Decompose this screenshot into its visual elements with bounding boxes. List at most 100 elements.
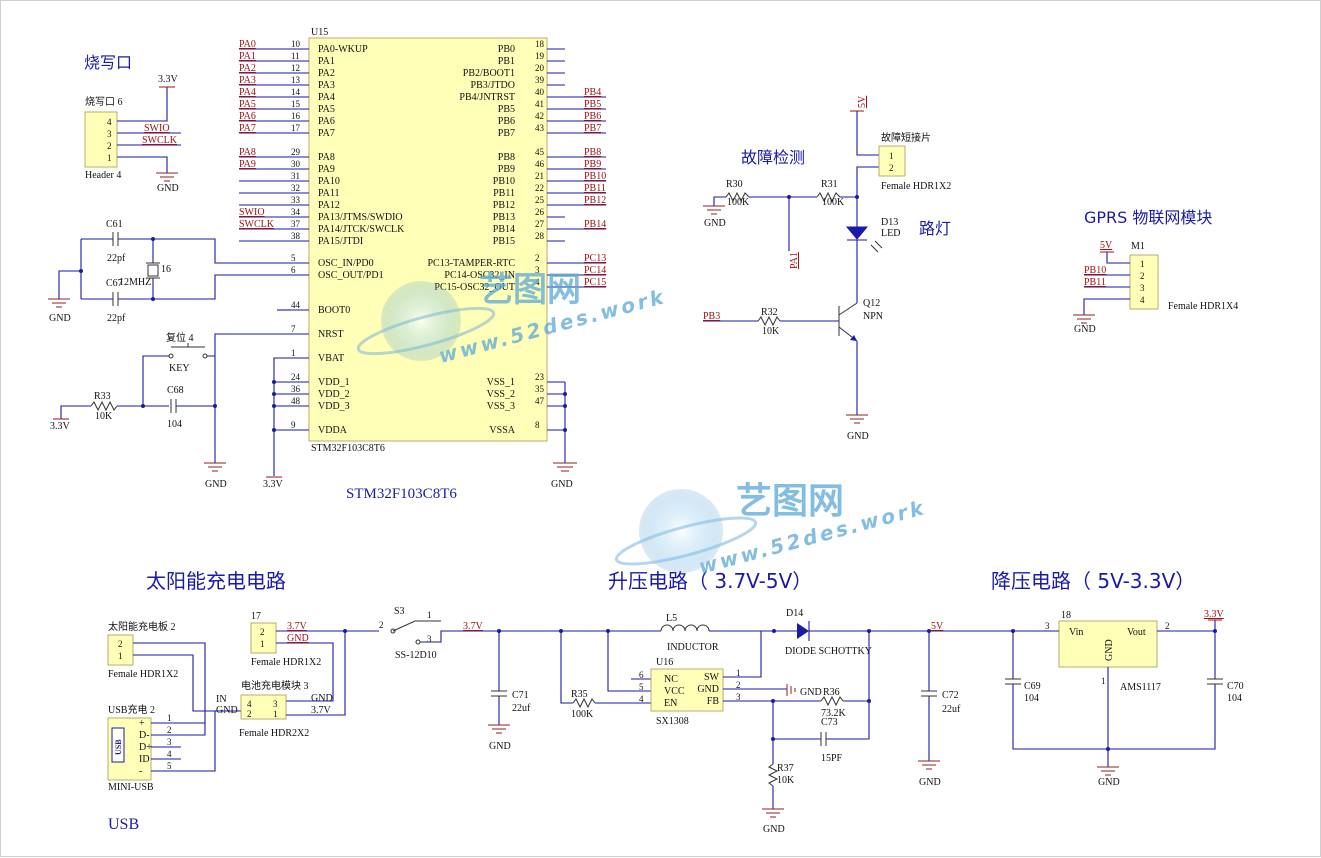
s3-pin-1: 1 xyxy=(427,610,432,620)
u16-pin-name: SW xyxy=(704,672,720,683)
mcu-pin-name: PA8 xyxy=(318,152,335,163)
fault-pa1: PA1 xyxy=(789,252,800,269)
mcu-pin-num: 43 xyxy=(535,123,545,133)
boost-net-5v: 5V xyxy=(931,621,944,632)
module-net-37v: 3.7V xyxy=(311,705,332,716)
mcu-pin-num: 37 xyxy=(291,219,301,229)
mcu-pin-name: PB1 xyxy=(498,56,515,67)
mcu-pin-name: BOOT0 xyxy=(318,305,350,316)
u16-pin-name: EN xyxy=(664,698,677,709)
mcu-pin-num: 1 xyxy=(291,348,296,358)
mcu-pin-num: 28 xyxy=(535,231,545,241)
mcu-pin-num: 29 xyxy=(291,147,301,157)
mcu-pin-num: 8 xyxy=(535,420,540,430)
c69-val: 104 xyxy=(1024,693,1039,704)
mcu-pin-name: PB8 xyxy=(498,152,515,163)
crystal-circuit: C61 22pf C67 22pf 16 12MHZ GND xyxy=(48,219,291,324)
usb-ref: USB充电 2 xyxy=(108,703,155,716)
mcu-pin-num: 21 xyxy=(535,171,544,181)
mcu-right-net: PB14 xyxy=(584,219,606,230)
prog-net-swio: SWIO xyxy=(144,123,170,134)
mcu-pin-num: 23 xyxy=(535,372,545,382)
u16-pin-num: 2 xyxy=(736,680,741,690)
mcu-pin-num: 41 xyxy=(535,99,544,109)
mcu-pin-num: 33 xyxy=(291,195,301,205)
r30-val: 100K xyxy=(727,197,750,208)
mcu-pin-name: OSC_OUT/PD1 xyxy=(318,270,384,281)
r30-ref: R30 xyxy=(726,179,743,190)
j17-part: Female HDR1X2 xyxy=(251,657,321,668)
reset-vcc: 3.3V xyxy=(50,421,71,432)
q12-val: NPN xyxy=(863,311,883,322)
reset-sw-ref: 复位 4 xyxy=(166,331,194,344)
usb-pin-num: 5 xyxy=(167,761,172,771)
l5-ref: L5 xyxy=(666,613,677,624)
mcu-pin-name: VBAT xyxy=(318,353,344,364)
buck-gnd: GND xyxy=(1098,777,1120,788)
mcu-part: STM32F103C8T6 xyxy=(311,443,385,454)
usb-label: USB xyxy=(108,816,139,833)
mcu-pin-num: 18 xyxy=(535,39,545,49)
mcu-pin-num: 17 xyxy=(291,123,301,133)
usb-pin-num: 1 xyxy=(167,713,172,723)
mcu-pin-name: PB7 xyxy=(498,128,515,139)
c61-val: 22pf xyxy=(107,253,126,264)
c70-val: 104 xyxy=(1227,693,1242,704)
mcu-pin-name: VSS_2 xyxy=(487,389,515,400)
mcu-pin-name: PA7 xyxy=(318,128,335,139)
mcu-left-net: PA3 xyxy=(239,75,256,86)
mcu-pin-name: PB4/JNTRST xyxy=(459,92,515,103)
prog-gnd: GND xyxy=(157,183,179,194)
mcu-pin-name: PB0 xyxy=(498,44,515,55)
mcu-left-net: PA8 xyxy=(239,147,256,158)
mcu-power-nets: 3.3V GND xyxy=(263,357,577,490)
mcu-pin-name: VDD_2 xyxy=(318,389,350,400)
mcu-pin-name: PC15-OSC32_OUT xyxy=(434,282,515,293)
mcu-left-net: PA0 xyxy=(239,39,256,50)
gprs-title: GPRS 物联网模块 xyxy=(1084,208,1212,227)
mcu-pin-name: VDD_1 xyxy=(318,377,350,388)
mcu-right-net: PB10 xyxy=(584,171,606,182)
fault-gnd-2: GND xyxy=(847,431,869,442)
s3-val: SS-12D10 xyxy=(395,650,437,661)
c72-val: 22uf xyxy=(942,704,961,715)
s3-pin-2: 2 xyxy=(379,620,384,630)
mcu-pin-name: VSS_3 xyxy=(487,401,515,412)
mcu-pin-name: PC13-TAMPER-RTC xyxy=(428,258,516,269)
u16-pin-num: 4 xyxy=(639,694,644,704)
mcu-pin-num: 16 xyxy=(291,111,301,121)
mcu-pin-name: PA9 xyxy=(318,164,335,175)
jumper-ref: 故障短接片 xyxy=(881,131,931,144)
s3-ref: S3 xyxy=(394,606,405,617)
usb-pin-num: 2 xyxy=(167,725,172,735)
c61-ref: C61 xyxy=(106,219,123,230)
jumper-pin-1: 1 xyxy=(889,151,894,161)
mcu-right-net: PC14 xyxy=(584,265,606,276)
r36-ref: R36 xyxy=(823,687,840,698)
mcu-pin-name: PA0-WKUP xyxy=(318,44,368,55)
mcu-pin-name: PB14 xyxy=(493,224,515,235)
fault-detection: 故障检测 路灯 R30 100K R31 100K PA1 GND 5V 1 2… xyxy=(703,95,951,442)
mcu-right-net: PB7 xyxy=(584,123,601,134)
panel-pin-1: 1 xyxy=(118,651,123,661)
mcu-right-net: PB9 xyxy=(584,159,601,170)
programming-title: 烧写口 xyxy=(84,53,132,72)
q12-ref: Q12 xyxy=(863,298,880,309)
u16-val: SX1308 xyxy=(656,716,689,727)
u16-gnd: GND xyxy=(800,687,822,698)
mcu-pin-num: 7 xyxy=(291,324,296,334)
boost-net-37v: 3.7V xyxy=(463,621,484,632)
mcu-pin-num: 9 xyxy=(291,420,296,430)
mcu-pin-name: PA1 xyxy=(318,56,335,67)
mcu-pin-name: PB12 xyxy=(493,200,515,211)
mcu-left-net: PA2 xyxy=(239,63,256,74)
mcu-pin-num: 3 xyxy=(535,265,540,275)
mcu-pin-num: 10 xyxy=(291,39,301,49)
u18-gnd: GND xyxy=(1104,639,1115,661)
r35-ref: R35 xyxy=(571,689,588,700)
usb-pin-name: D- xyxy=(139,730,150,741)
fault-pb3: PB3 xyxy=(703,311,720,322)
